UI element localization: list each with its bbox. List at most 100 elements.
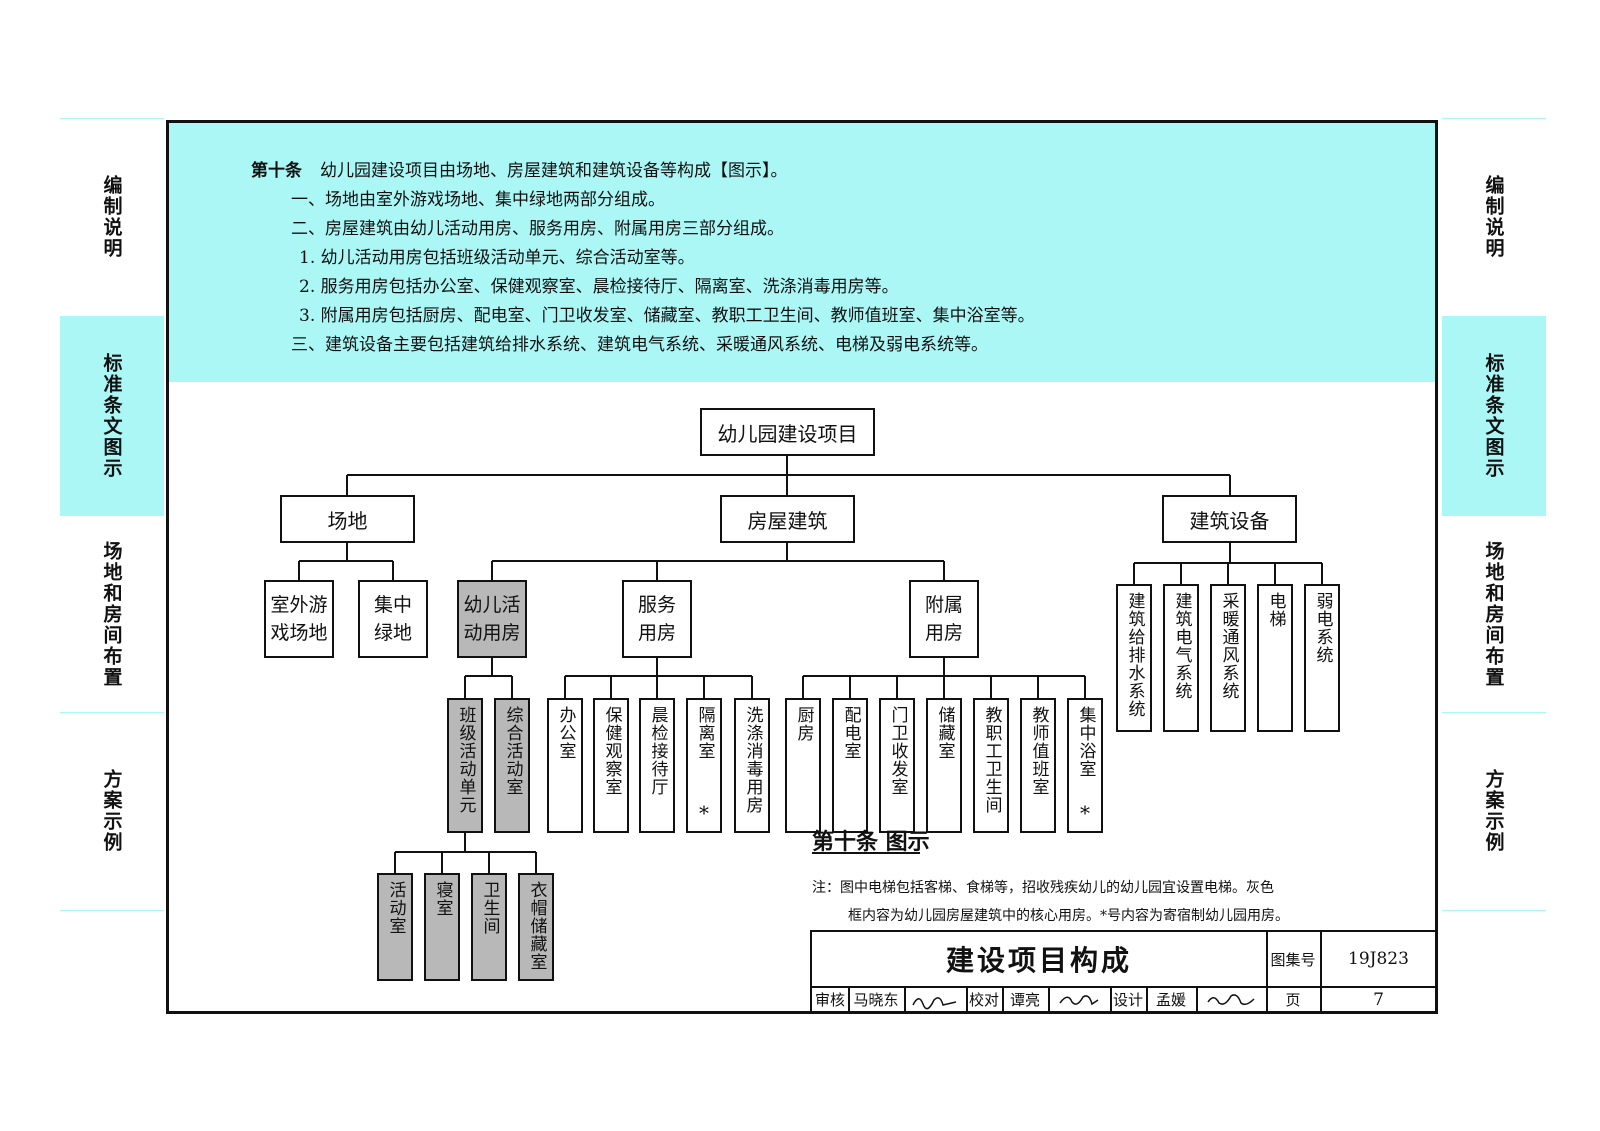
title-block: 建设项目构成 图集号 19J823 审核 马晓东 校对 谭亮 设计 孟媛 页 7 — [810, 930, 1437, 1013]
figure-caption: 第十条 图示 — [812, 829, 930, 855]
check-label: 校对 — [968, 991, 999, 1009]
node-electric-system: 建筑电气系统 — [1163, 584, 1199, 732]
node-label: 服务 — [637, 593, 676, 616]
node-elevator: 电梯 — [1257, 584, 1293, 732]
node-guard-room: 门卫收发室 — [879, 698, 915, 833]
node-hvac-system: 采暖通风系统 — [1210, 584, 1246, 732]
node-bedroom: 寝室 — [424, 873, 460, 981]
node-site: 场地 — [280, 495, 415, 543]
tab-compile-notes[interactable]: 编制说明 — [60, 119, 164, 315]
grid-line — [848, 986, 850, 1013]
node-label: 寝室 — [432, 881, 453, 917]
designer-name: 孟媛 — [1155, 991, 1186, 1009]
tab-label: 方案示例 — [100, 769, 123, 853]
node-label: 保健观察室 — [601, 706, 622, 796]
node-label: 附属 — [924, 593, 963, 616]
node-label: 集中浴室 — [1075, 706, 1096, 778]
tab-standard-illustration[interactable]: 标准条文图示 — [1442, 316, 1546, 516]
atlas-no-label: 图集号 — [1270, 950, 1316, 969]
node-label: 戏场地 — [270, 622, 328, 644]
node-toilet: 卫生间 — [471, 873, 507, 981]
grid-line — [1320, 932, 1322, 1013]
figure-note-line-2: 框内容为幼儿园房屋建筑中的核心用房。*号内容为寄宿制幼儿园用房。 — [848, 908, 1289, 924]
node-label: 建筑给排水系统 — [1124, 592, 1145, 718]
tab-label: 场地和房间布置 — [1482, 541, 1505, 688]
node-label: 绿地 — [373, 622, 412, 644]
node-label: 电梯 — [1265, 592, 1286, 628]
tab-scheme-examples[interactable]: 方案示例 — [1442, 713, 1546, 909]
reviewer-name: 马晓东 — [853, 991, 899, 1009]
node-label: 配电室 — [840, 706, 861, 760]
node-office: 办公室 — [547, 698, 583, 833]
node-label: 场地 — [327, 508, 368, 533]
node-isolation-room: 隔离室* — [686, 698, 722, 833]
tab-label: 编制说明 — [1482, 175, 1505, 259]
tab-compile-notes[interactable]: 编制说明 — [1442, 119, 1546, 315]
node-water-system: 建筑给排水系统 — [1116, 584, 1152, 732]
node-label: 室外游 — [270, 593, 328, 616]
node-label: 幼儿活 — [463, 593, 521, 616]
node-service: 服务用房 — [622, 580, 692, 658]
grid-line — [904, 986, 906, 1013]
drawing-title: 建设项目构成 — [945, 944, 1132, 977]
node-label: 房屋建筑 — [747, 508, 828, 533]
node-label: 教师值班室 — [1028, 706, 1049, 796]
node-multi-activity: 综合活动室 — [494, 698, 530, 833]
node-building: 房屋建筑 — [720, 495, 855, 543]
node-label: 门卫收发室 — [887, 706, 908, 796]
node-label: 隔离室 — [694, 706, 715, 760]
node-label: 洗涤消毒用房 — [742, 706, 763, 814]
tab-divider — [60, 118, 164, 119]
atlas-no-value: 19J823 — [1348, 949, 1409, 969]
node-label: 晨检接待厅 — [647, 706, 668, 796]
node-label: 活动室 — [385, 881, 406, 935]
node-green-space: 集中绿地 — [358, 580, 428, 658]
figure-note-line-1: 注：图中电梯包括客梯、食梯等，招收残疾幼儿的幼儿园宜设置电梯。灰色 — [812, 880, 1274, 896]
tab-divider — [60, 910, 164, 911]
node-label: 弱电系统 — [1312, 592, 1333, 664]
node-staff-toilet: 教职工卫生间 — [973, 698, 1009, 833]
node-label: 衣帽储藏室 — [526, 881, 547, 971]
node-root: 幼儿园建设项目 — [700, 408, 875, 456]
tab-label: 标准条文图示 — [1482, 353, 1505, 479]
review-label: 审核 — [814, 991, 845, 1009]
node-child-activity: 幼儿活动用房 — [457, 580, 527, 658]
node-kitchen: 厨房 — [785, 698, 821, 833]
grid-line — [1146, 986, 1148, 1013]
node-label: 班级活动单元 — [455, 706, 476, 814]
page-label: 页 — [1285, 991, 1301, 1009]
node-label: 建筑电气系统 — [1171, 592, 1192, 700]
node-storage: 储藏室 — [926, 698, 962, 833]
grid-line — [1002, 986, 1004, 1013]
node-label: 动用房 — [463, 622, 521, 644]
node-laundry: 洗涤消毒用房 — [734, 698, 770, 833]
tab-label: 编制说明 — [100, 175, 123, 259]
node-label: 卫生间 — [479, 881, 500, 935]
tab-scheme-examples[interactable]: 方案示例 — [60, 713, 164, 909]
node-power-room: 配电室 — [832, 698, 868, 833]
drawing-frame: 第十条幼儿园建设项目由场地、房屋建筑和建筑设备等构成【图示】。 一、场地由室外游… — [166, 120, 1438, 1014]
grid-line — [1048, 986, 1050, 1013]
tab-label: 标准条文图示 — [100, 353, 123, 479]
node-morning-check: 晨检接待厅 — [639, 698, 675, 833]
boarding-star: * — [1080, 801, 1090, 825]
tab-site-layout[interactable]: 场地和房间布置 — [1442, 517, 1546, 712]
tab-site-layout[interactable]: 场地和房间布置 — [60, 517, 164, 712]
tab-label: 方案示例 — [1482, 769, 1505, 853]
tab-divider — [1442, 118, 1546, 119]
node-label: 用房 — [637, 622, 676, 644]
grid-line — [1266, 932, 1268, 1013]
article-line-3: 1. 幼儿活动用房包括班级活动单元、综合活动室等。 — [299, 248, 695, 268]
grid-line — [966, 986, 968, 1013]
tab-divider — [1442, 712, 1546, 713]
tab-standard-illustration[interactable]: 标准条文图示 — [60, 316, 164, 516]
article-line-1: 一、场地由室外游戏场地、集中绿地两部分组成。 — [291, 190, 665, 210]
design-label: 设计 — [1112, 991, 1143, 1009]
node-label: 建筑设备 — [1189, 508, 1270, 533]
article-number: 第十条 — [251, 161, 302, 181]
tab-divider — [1442, 910, 1546, 911]
article-text: 幼儿园建设项目由场地、房屋建筑和建筑设备等构成【图示】。 — [320, 161, 788, 181]
node-label: 办公室 — [555, 706, 576, 760]
node-duty-room: 教师值班室 — [1020, 698, 1056, 833]
